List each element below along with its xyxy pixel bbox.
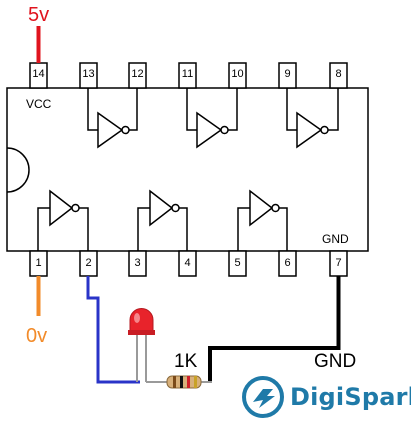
resistor-label: 1K <box>174 351 198 372</box>
pin-number: 8 <box>335 68 342 80</box>
pin-number: 5 <box>234 257 241 269</box>
chip-vcc-label: VCC <box>26 97 52 111</box>
resistor-1k <box>146 375 212 389</box>
pin-number: 9 <box>284 68 291 80</box>
top-inverters <box>87 88 339 149</box>
vcc-supply-label: 5v <box>28 4 50 26</box>
pin-number: 11 <box>181 68 194 80</box>
chip-gnd-label: GND <box>322 232 349 246</box>
pin-number: 7 <box>335 257 342 269</box>
inverter-gate-bottom-2 <box>137 189 188 251</box>
inverter-gate-bottom-1 <box>37 189 89 251</box>
pin-number: 2 <box>85 257 92 269</box>
inverter-gate-top-2 <box>186 88 238 149</box>
pin-number: 4 <box>184 257 191 269</box>
brand-name: DigiSpark <box>290 383 411 411</box>
digispark-logo-icon <box>242 376 284 418</box>
pin-number: 12 <box>131 68 144 80</box>
inverter-gate-bottom-3 <box>237 189 288 251</box>
ground-wire <box>208 276 341 381</box>
digispark-logo: DigiSpark <box>242 376 411 418</box>
ground-input-label: 0v <box>26 325 48 347</box>
inverter-gate-top-1 <box>87 88 138 149</box>
pin-number: 6 <box>284 257 291 269</box>
pin-number: 3 <box>134 257 141 269</box>
pin-number: 14 <box>32 68 45 80</box>
inverter-gate-top-3 <box>286 88 339 149</box>
ground-wire-label: GND <box>314 351 357 372</box>
bottom-inverters <box>37 189 288 251</box>
pin-number: 1 <box>35 257 42 269</box>
output-wire <box>86 276 140 384</box>
pin-number: 10 <box>231 68 244 80</box>
red-led <box>128 308 155 382</box>
pin-number: 13 <box>82 68 95 80</box>
chip-notch <box>6 147 30 193</box>
